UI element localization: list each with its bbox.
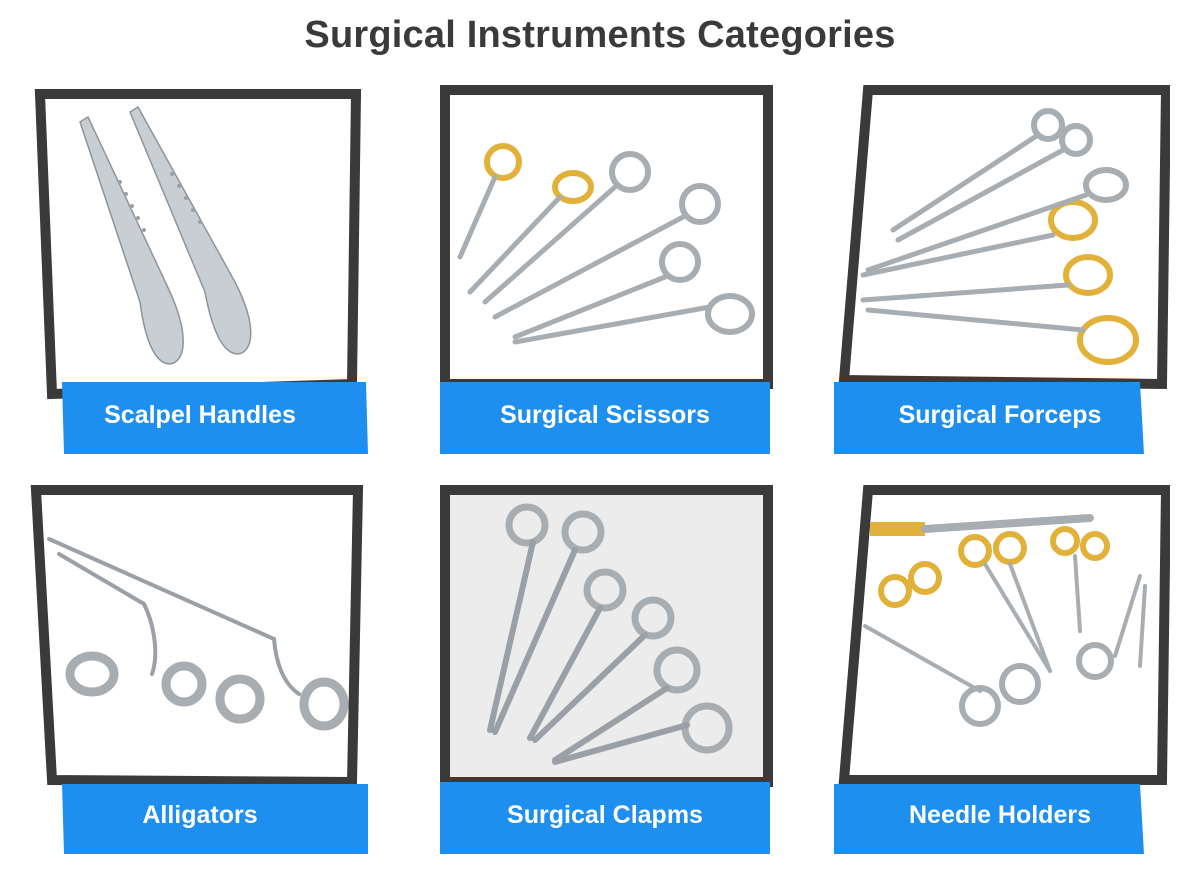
page-title: Surgical Instruments Categories bbox=[304, 14, 896, 56]
surgical-forceps-icon bbox=[860, 108, 1139, 365]
category-card-alligators[interactable]: Alligators bbox=[30, 484, 370, 856]
category-label: Needle Holders bbox=[908, 800, 1091, 829]
category-label: Alligators bbox=[142, 800, 258, 829]
scalpel-handles-icon bbox=[79, 105, 252, 365]
category-card-scalpel-handles[interactable]: Scalpel Handles bbox=[30, 84, 370, 456]
category-label: Surgical Clapms bbox=[507, 800, 703, 829]
card-frame bbox=[30, 485, 368, 854]
alligator-forceps-icon bbox=[47, 537, 349, 731]
category-label: Surgical Forceps bbox=[898, 400, 1102, 429]
category-card-surgical-clamps[interactable]: Surgical Clapms bbox=[435, 484, 775, 856]
needle-holders-icon bbox=[863, 514, 1147, 727]
category-card-surgical-scissors[interactable]: Surgical Scissors bbox=[435, 84, 775, 456]
category-label: Surgical Scissors bbox=[500, 400, 710, 429]
surgical-clamps-icon bbox=[487, 503, 733, 765]
category-card-surgical-forceps[interactable]: Surgical Forceps bbox=[830, 84, 1170, 456]
card-frame bbox=[834, 85, 1170, 454]
category-label: Scalpel Handles bbox=[104, 400, 296, 429]
category-card-needle-holders[interactable]: Needle Holders bbox=[830, 484, 1170, 856]
surgical-scissors-icon bbox=[457, 143, 755, 345]
